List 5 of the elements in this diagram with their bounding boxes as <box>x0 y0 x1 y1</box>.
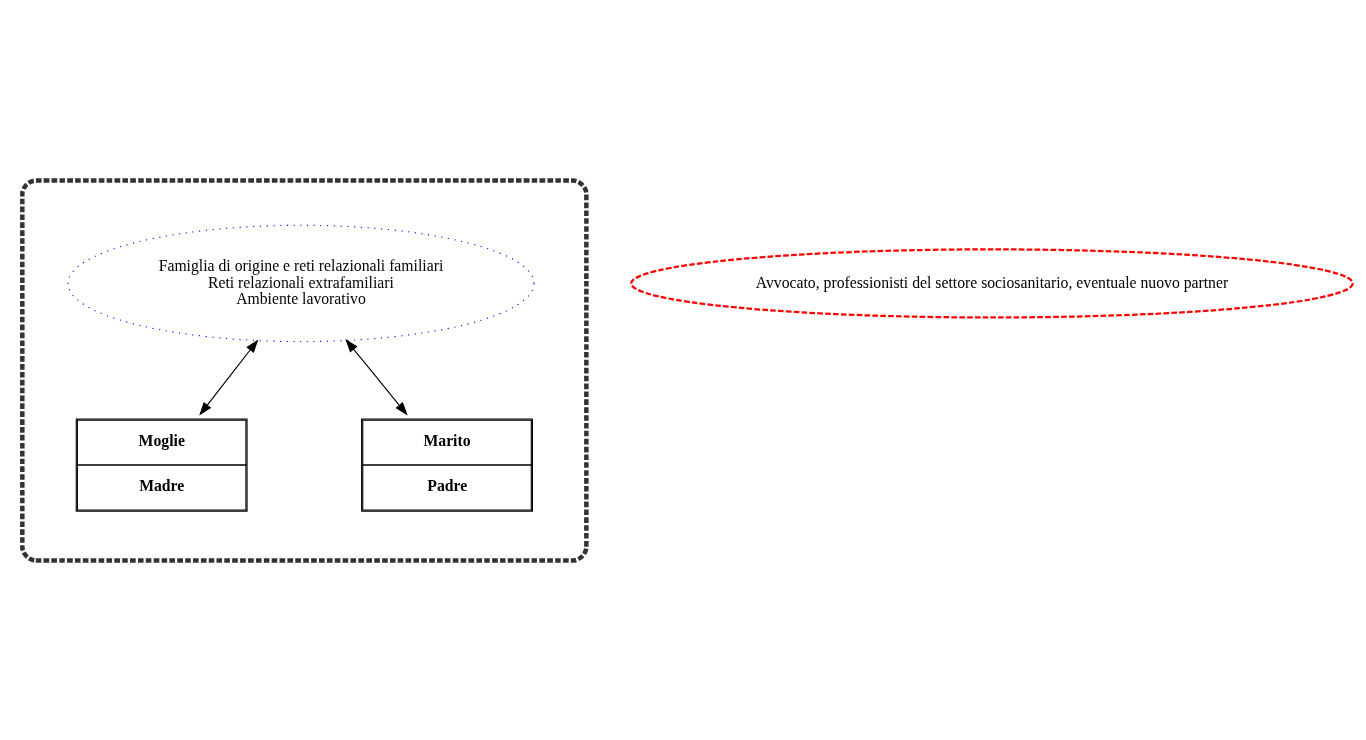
node-ellipse: Avvocato, professionisti del settore sociosanitario, eventuale nuovo partner <box>630 247 1354 319</box>
arrow <box>199 338 259 416</box>
cluster <box>20 177 589 563</box>
node-ellipse: Famiglia di origine e reti relazionali familiari Reti relazionali extrafamiliari Ambiente lavorativo <box>67 224 535 342</box>
arrow <box>345 338 408 416</box>
